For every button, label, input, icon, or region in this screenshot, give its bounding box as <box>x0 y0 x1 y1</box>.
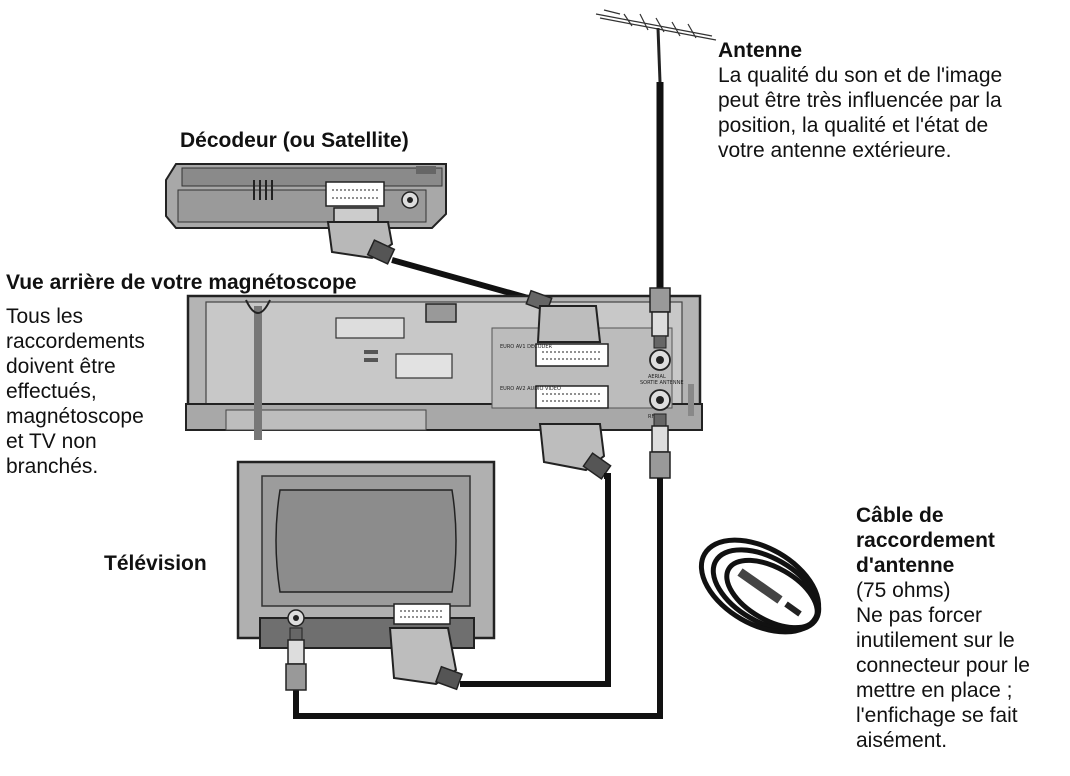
scart-cable-decoder <box>391 257 529 301</box>
decoder-device <box>165 163 447 229</box>
decoder-scart-plug <box>326 207 396 265</box>
scart-cable-tv <box>460 473 611 687</box>
vcr-rear-panel: EURO AV1 DECODER EURO AV2 AUDIO VIDEO AE… <box>185 294 703 431</box>
vcr-note: Tous les raccordements doivent être effe… <box>6 305 145 478</box>
cable-description: (75 ohms) Ne pas forcer inutilement sur … <box>856 579 1030 752</box>
vcr-title: Vue arrière de votre magnétoscope <box>6 271 357 294</box>
antenna-description: La qualité du son et de l'image peut êtr… <box>718 64 1003 162</box>
vcr-scart-plug-decoder <box>525 289 602 343</box>
label-euro-av1: EURO AV1 DECODER <box>500 344 553 350</box>
tv-title: Télévision <box>104 552 207 575</box>
antenna-coax-plug <box>649 287 671 349</box>
vcr-scart-plug-tv <box>538 423 612 480</box>
cable-title: Câble de raccordement d'antenne <box>856 504 995 577</box>
decoder-title: Décodeur (ou Satellite) <box>180 129 409 152</box>
tv-coax-plug <box>285 627 307 691</box>
antenna-icon <box>595 9 717 83</box>
tv-scart-plug <box>388 627 464 691</box>
rf-cable-tv <box>293 478 663 719</box>
label-sortie-antenne: SORTIE ANTENNE <box>640 380 684 386</box>
label-euro-av2: EURO AV2 AUDIO VIDEO <box>500 386 561 392</box>
rf-out-plug <box>649 413 671 479</box>
label-aerial: AERIAL <box>648 374 666 380</box>
television-device <box>236 460 496 649</box>
antenna-title: Antenne <box>718 39 802 62</box>
antenna-cable-coil-icon <box>698 537 822 635</box>
